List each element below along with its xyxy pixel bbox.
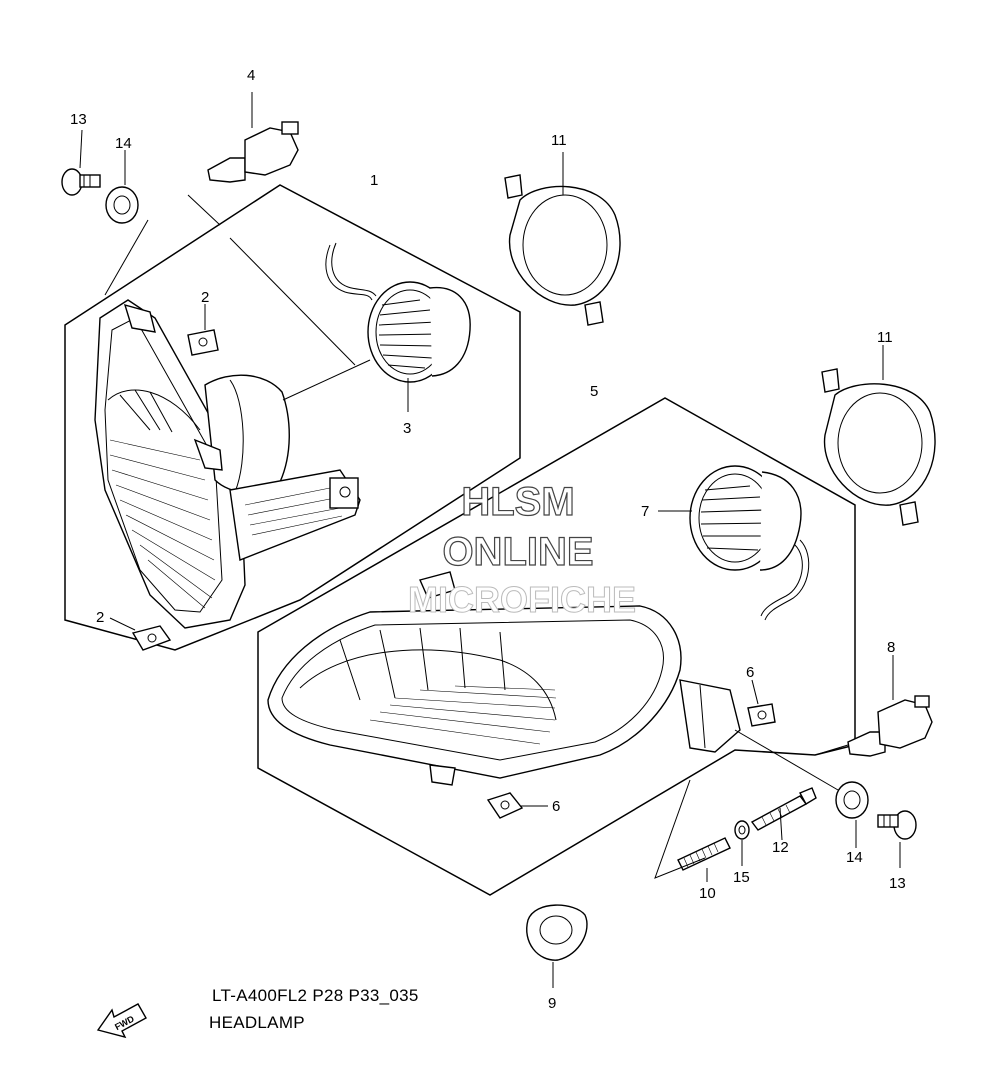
callout-15: 15 [733, 869, 750, 886]
right-headlamp-housing [267, 571, 741, 786]
left-headlamp-housing [94, 299, 361, 629]
callout-6-lower: 6 [552, 798, 560, 815]
speed-nut-6-lower [486, 792, 548, 819]
callout-10: 10 [699, 885, 716, 902]
callout-2-lower: 2 [96, 609, 104, 626]
speed-nut-2-lower [109, 617, 172, 651]
retainer-ring-11-lower [821, 345, 936, 526]
callout-2-upper: 2 [201, 289, 209, 306]
adjusting-screw-12 [750, 787, 817, 841]
callout-9: 9 [548, 995, 556, 1012]
watermark-line-1: HLSM [461, 480, 574, 524]
callout-13-lower: 13 [889, 875, 906, 892]
group-frame-1 [64, 184, 521, 651]
watermark-line-3: MICROFICHE [408, 579, 636, 620]
halogen-bulb-4 [187, 92, 356, 366]
callout-5: 5 [590, 383, 598, 400]
callout-6-upper: 6 [746, 664, 754, 681]
washer-15 [734, 820, 750, 866]
section-title: HEADLAMP [209, 1013, 305, 1032]
callout-13-upper: 13 [70, 111, 87, 128]
callout-14-upper: 14 [115, 135, 132, 152]
speed-nut-6-upper [747, 679, 776, 727]
model-code: LT-A400FL2 P28 P33_035 [212, 986, 419, 1005]
callout-14-lower: 14 [846, 849, 863, 866]
screw-13-lower [877, 810, 917, 868]
callout-12: 12 [772, 839, 789, 856]
callout-7: 7 [641, 503, 649, 520]
callout-8: 8 [887, 639, 895, 656]
spring-10 [654, 779, 731, 882]
callout-11-upper: 11 [551, 132, 567, 149]
callout-1: 1 [370, 172, 378, 189]
bulb-socket-3 [282, 242, 471, 412]
rubber-seal-9 [526, 904, 588, 988]
halogen-bulb-8 [814, 655, 933, 757]
bulb-socket-7 [658, 465, 810, 621]
grommet-14-lower [734, 729, 869, 848]
grommet-14-upper [104, 150, 149, 296]
retainer-ring-11-upper [504, 152, 621, 326]
callout-11-lower: 11 [877, 329, 893, 346]
forward-arrow-icon: FWD [96, 1003, 147, 1039]
watermark-line-2: ONLINE [442, 530, 593, 574]
callout-3: 3 [403, 420, 411, 437]
screw-13-upper [61, 129, 101, 196]
watermark: HLSM ONLINE MICROFICHE [408, 479, 637, 620]
callout-4: 4 [247, 67, 255, 84]
speed-nut-2-upper [187, 304, 219, 356]
callout-labels: 1 2 2 3 4 5 6 6 7 8 9 10 11 11 12 13 13 … [70, 67, 906, 1012]
